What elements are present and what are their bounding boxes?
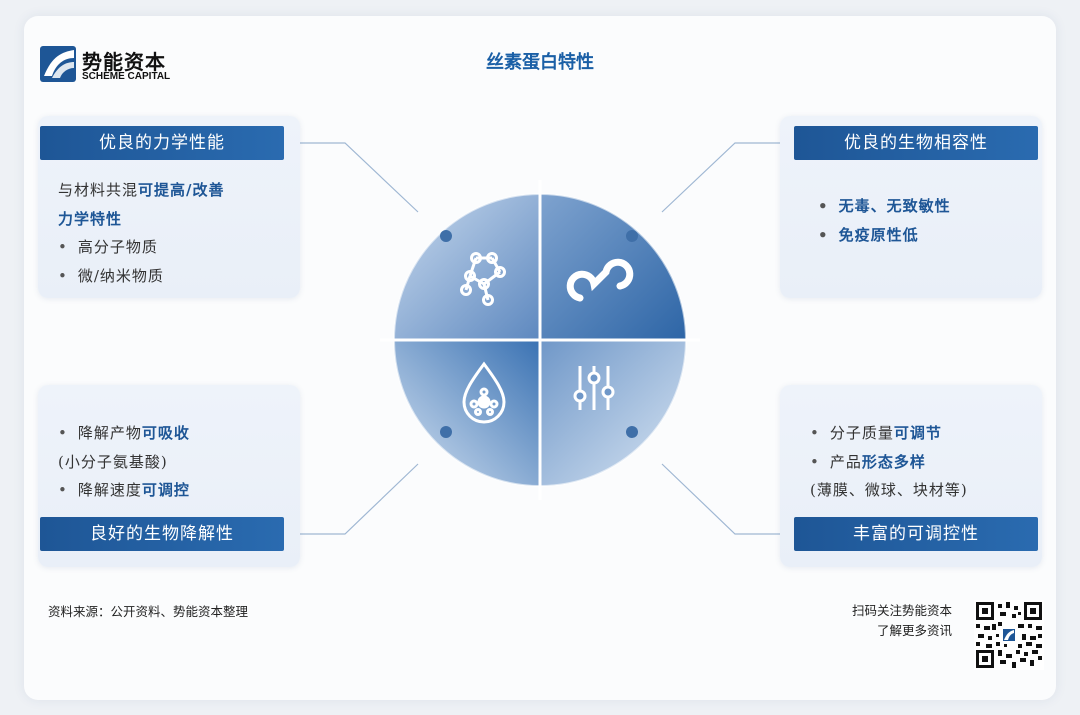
page-title: 丝素蛋白特性 — [486, 52, 594, 73]
bullet-item: 降解速度可调控 — [58, 476, 190, 505]
bullet-item: 免疫原性低 — [818, 221, 951, 250]
panel-tunability: 分子质量可调节 产品形态多样 (薄膜、微球、块材等) 丰富的可调控性 — [780, 385, 1042, 567]
panel-header: 良好的生物降解性 — [40, 517, 284, 551]
molecule-network-icon — [460, 252, 506, 306]
panel-mechanical-properties: 优良的力学性能 与材料共混可提高/改善 力学特性 高分子物质 微/纳米物质 — [38, 116, 300, 298]
bullet-item: 分子质量可调节 — [810, 419, 968, 448]
droplet-cells-icon — [462, 361, 506, 424]
brand-name-en: SCHEME CAPITAL — [82, 71, 171, 82]
panel-header: 优良的力学性能 — [40, 126, 284, 160]
text-line: (薄膜、微球、块材等) — [810, 481, 968, 499]
bullet-item: 产品形态多样 — [810, 448, 968, 477]
scheme-capital-logo-icon — [40, 46, 76, 82]
panel-body: 无毒、无致敏性 免疫原性低 — [818, 192, 951, 249]
bullet-item: 微/纳米物质 — [58, 262, 225, 291]
scan-prompt: 扫码关注势能资本 了解更多资讯 — [851, 603, 952, 638]
quadrant-top-left — [394, 194, 540, 340]
panel-header: 丰富的可调控性 — [794, 517, 1038, 551]
panel-biodegradability: 降解产物可吸收 (小分子氨基酸) 降解速度可调控 良好的生物降解性 — [38, 385, 300, 567]
panel-body: 分子质量可调节 产品形态多样 (薄膜、微球、块材等) — [810, 419, 968, 505]
text-line: 与材料共混可提高/改善 — [58, 181, 225, 199]
central-quadrant-circle — [380, 180, 700, 500]
text-line: (小分子氨基酸) — [58, 452, 168, 471]
source-note: 资料来源：公开资料、势能资本整理 — [48, 604, 249, 619]
panel-body: 降解产物可吸收 (小分子氨基酸) 降解速度可调控 — [58, 419, 190, 505]
bullet-item: 无毒、无致敏性 — [818, 192, 951, 221]
panel-header: 优良的生物相容性 — [794, 126, 1038, 160]
quadrant-bottom-right — [540, 340, 686, 486]
panel-biocompatibility: 优良的生物相容性 无毒、无致敏性 免疫原性低 — [780, 116, 1042, 298]
sliders-icon — [573, 366, 615, 410]
bullet-item: 降解产物可吸收 — [58, 419, 190, 448]
bullet-item: 高分子物质 — [58, 233, 225, 262]
brand-name-cn: 势能资本 — [82, 50, 166, 74]
chain-link-icon — [566, 258, 634, 302]
text-line: 力学特性 — [58, 209, 123, 228]
panel-body: 与材料共混可提高/改善 力学特性 高分子物质 微/纳米物质 — [58, 176, 225, 290]
qr-code-icon[interactable] — [974, 600, 1044, 670]
